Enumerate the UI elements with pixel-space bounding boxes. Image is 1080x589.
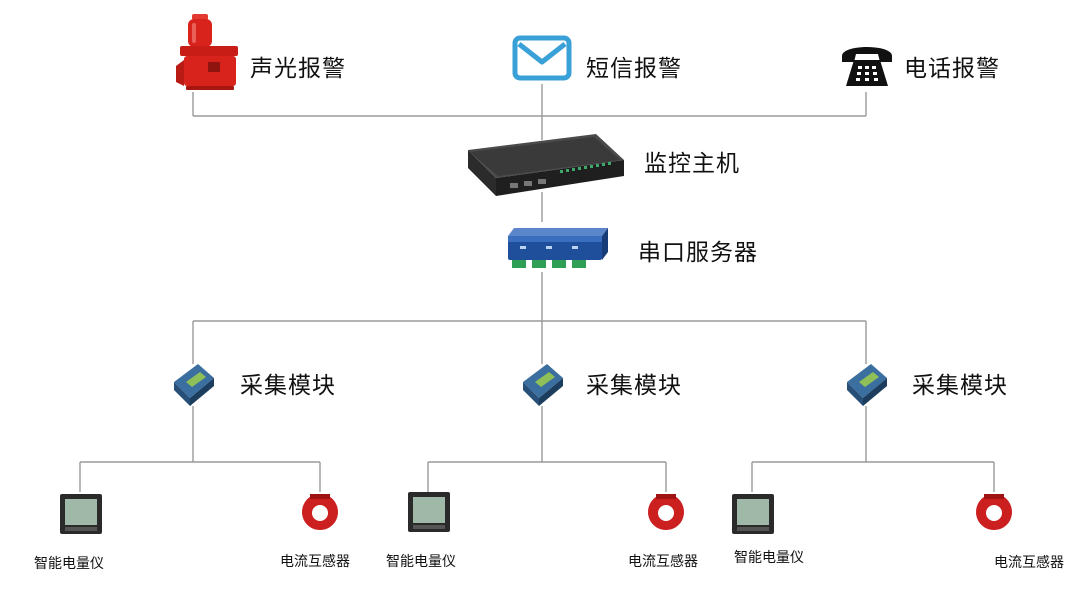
meter-label-3: 智能电量仪 xyxy=(734,550,804,566)
host-label: 监控主机 xyxy=(644,151,740,177)
serial-server-label: 串口服务器 xyxy=(638,240,758,266)
current-transformer-icon-3 xyxy=(976,494,1012,530)
ct-label-2: 电流互感器 xyxy=(628,554,698,570)
current-transformer-icon-1 xyxy=(302,494,338,530)
acquisition-module-icon-3 xyxy=(847,364,887,406)
mail-icon xyxy=(512,35,572,81)
ct-label-1: 电流互感器 xyxy=(280,554,350,570)
siren-icon xyxy=(176,14,238,90)
ct-label-3: 电流互感器 xyxy=(994,555,1064,571)
module-label-2: 采集模块 xyxy=(586,373,682,399)
phone-alarm-label: 电话报警 xyxy=(904,56,1000,82)
module-label-1: 采集模块 xyxy=(240,373,336,399)
telephone-icon xyxy=(842,47,892,86)
connection-lines xyxy=(79,84,995,492)
host-device-icon xyxy=(468,134,624,196)
power-meter-icon-3 xyxy=(732,494,774,534)
acquisition-module-icon-1 xyxy=(174,364,214,406)
power-meter-icon-1 xyxy=(60,494,102,534)
meter-label-1: 智能电量仪 xyxy=(34,556,104,572)
module-label-3: 采集模块 xyxy=(912,373,1008,399)
acquisition-module-icon-2 xyxy=(523,364,563,406)
sound-light-alarm-label: 声光报警 xyxy=(250,56,346,82)
sms-alarm-label: 短信报警 xyxy=(586,56,682,82)
power-meter-icon-2 xyxy=(408,492,450,532)
current-transformer-icon-2 xyxy=(648,494,684,530)
meter-label-2: 智能电量仪 xyxy=(386,554,456,570)
serial-server-icon xyxy=(508,228,608,268)
